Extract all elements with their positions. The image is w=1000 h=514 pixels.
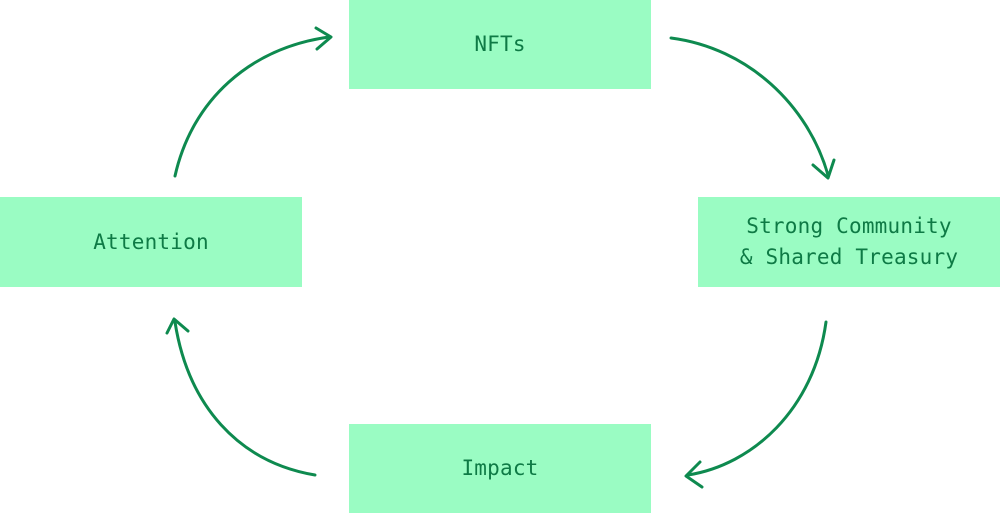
arrowhead-attention-to-nfts	[314, 26, 333, 51]
node-attention: Attention	[0, 197, 302, 287]
arrowhead-community-to-impact	[684, 460, 704, 489]
node-impact-label: Impact	[461, 456, 539, 480]
node-impact: Impact	[349, 424, 651, 513]
node-attention-label: Attention	[93, 229, 209, 254]
arrow-attention-to-nfts	[173, 35, 331, 178]
node-strong-community-label: Strong Community & Shared Treasury	[739, 214, 959, 269]
arrow-nfts-to-community	[669, 36, 830, 177]
arrow-community-to-impact	[686, 320, 828, 477]
node-nfts: NFTs	[349, 0, 651, 89]
arrow-impact-to-attention	[173, 320, 317, 477]
arrowhead-nfts-to-community	[811, 158, 836, 180]
node-nfts-label: NFTs	[474, 32, 526, 56]
arrowhead-impact-to-attention	[165, 317, 190, 335]
node-strong-community: Strong Community & Shared Treasury	[698, 197, 1000, 287]
